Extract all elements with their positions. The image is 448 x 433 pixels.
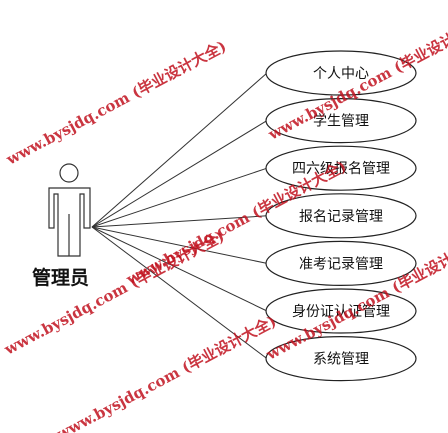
watermark-text: www.bysjdq.com (毕业设计大全) [1,227,228,359]
use-case-ellipse [265,288,417,334]
watermark-text: www.bysjdq.com (毕业设计大全) [3,37,230,169]
uc-registration-record-management: 报名记录管理 [265,193,417,239]
uc-personal-center: 个人中心 [265,50,417,96]
uc-student-management: 学生管理 [265,97,417,144]
uc-admission-record-management: 准考记录管理 [265,240,417,286]
association-line [91,226,268,264]
association-line [91,226,268,312]
use-case-ellipse [265,97,417,144]
use-case-label: 学生管理 [313,114,369,130]
watermark-text: www.bysjdq.com (毕业设计大全) [53,312,280,433]
use-case-ellipse [265,145,417,191]
use-case-label: 准考记录管理 [299,256,383,272]
uc-cet-registration-management: 四六级报名管理 [265,145,417,191]
use-case-label: 系统管理 [313,352,369,368]
use-case-label: 四六级报名管理 [292,161,390,177]
use-case-ellipse [265,336,417,382]
association-line [91,215,268,228]
use-case-ellipse [265,50,417,96]
association-line [91,72,268,228]
uc-system-management: 系统管理 [265,336,417,382]
actor-label: 管理员 [32,266,89,289]
association-line [91,167,268,228]
actor-figure-icon [48,163,91,257]
association-lines [91,72,268,359]
uc-identity-verification-management: 身份证认证管理 [265,288,417,334]
use-case-label: 个人中心 [313,66,369,82]
actor-head [59,163,79,183]
association-line [91,226,268,359]
use-case-ellipse [265,240,417,286]
use-case-ellipse [265,193,417,239]
use-case-label: 报名记录管理 [299,209,383,225]
use-case-label: 身份证认证管理 [292,304,390,320]
association-line [91,120,268,228]
